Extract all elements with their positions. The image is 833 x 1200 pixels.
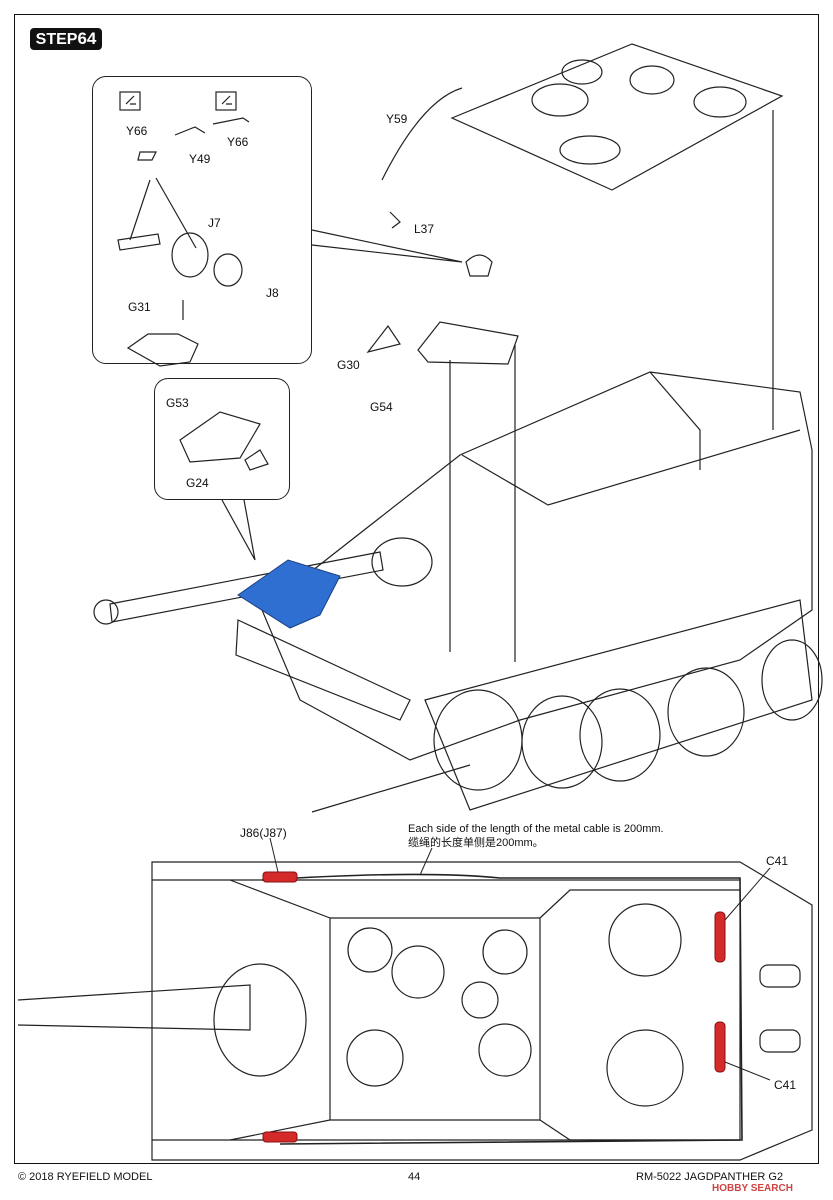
top-view-gun bbox=[17, 984, 251, 1031]
gun-mantlet bbox=[371, 537, 433, 587]
cable-end-c41-bottom bbox=[714, 1021, 726, 1073]
leader-c41-top bbox=[724, 867, 771, 921]
top-view-hatch-3 bbox=[482, 929, 528, 975]
cable-length-note: Each side of the length of the metal cab… bbox=[408, 822, 664, 850]
label-g31: G31 bbox=[128, 300, 151, 314]
part-j8 bbox=[213, 253, 243, 287]
top-view-hatch-2 bbox=[391, 945, 445, 999]
label-y66-b: Y66 bbox=[227, 135, 249, 149]
label-g24: G24 bbox=[186, 476, 209, 490]
part-g53 bbox=[179, 411, 261, 463]
part-g31 bbox=[126, 333, 199, 367]
footer-page-number: 44 bbox=[408, 1171, 421, 1183]
label-c41-bottom: C41 bbox=[774, 1078, 797, 1092]
engine-deck-plate bbox=[450, 43, 784, 191]
part-periscope bbox=[465, 254, 493, 277]
leader-c41-bottom bbox=[724, 1061, 771, 1081]
label-y59: Y59 bbox=[386, 112, 408, 126]
callout-pointer-top bbox=[311, 229, 463, 263]
step-number: 64 bbox=[77, 29, 97, 48]
footer-copyright: © 2018 RYEFIELD MODEL bbox=[18, 1171, 153, 1183]
tow-rod bbox=[311, 764, 471, 813]
part-g30 bbox=[366, 324, 401, 354]
top-view-hatch-6 bbox=[346, 1029, 404, 1087]
step-badge: STEP64 bbox=[30, 28, 102, 50]
label-y49: Y49 bbox=[189, 152, 211, 166]
glue-mark-a bbox=[125, 95, 136, 105]
muzzle-brake bbox=[93, 599, 119, 625]
top-view-hull bbox=[151, 861, 813, 1161]
part-y66-a bbox=[137, 151, 157, 161]
metal-cable bbox=[261, 873, 743, 1145]
deck-hatch-1 bbox=[561, 59, 603, 85]
road-wheel-3 bbox=[579, 688, 661, 782]
deck-hatch-3 bbox=[531, 83, 589, 117]
top-view-hatch-5 bbox=[478, 1023, 532, 1077]
assembly-guide-lines bbox=[129, 177, 197, 249]
hull-edge-line bbox=[461, 429, 801, 506]
part-j7 bbox=[171, 232, 209, 278]
label-g54: G54 bbox=[370, 400, 393, 414]
glue-mark-b bbox=[221, 95, 232, 105]
label-c41-top: C41 bbox=[766, 854, 789, 868]
footer-model-code: RM-5022 JAGDPANTHER G2 bbox=[636, 1171, 784, 1183]
label-j8: J8 bbox=[266, 286, 279, 300]
exhaust-2 bbox=[759, 1029, 801, 1053]
top-view-fan-2 bbox=[606, 1029, 684, 1107]
deck-hatch-4 bbox=[693, 86, 747, 118]
label-j7: J7 bbox=[208, 216, 221, 230]
road-wheel-1 bbox=[433, 689, 523, 791]
part-g24 bbox=[244, 449, 269, 471]
cable-end-c41-top bbox=[714, 911, 726, 963]
label-y66-a: Y66 bbox=[126, 124, 148, 138]
label-g53: G53 bbox=[166, 396, 189, 410]
top-view-fenders bbox=[152, 879, 740, 1141]
leader-j86 bbox=[269, 837, 279, 873]
cable-end-j86-top bbox=[262, 871, 298, 883]
deck-hatch-2 bbox=[629, 65, 675, 95]
label-l37: L37 bbox=[414, 222, 435, 236]
top-view-hatch-1 bbox=[347, 927, 393, 973]
part-y49 bbox=[174, 126, 206, 136]
track-right bbox=[424, 599, 813, 811]
part-l37 bbox=[389, 211, 401, 229]
cable-end-j86-bottom bbox=[262, 1131, 298, 1143]
road-wheel-5 bbox=[761, 639, 823, 721]
track-left bbox=[235, 619, 411, 721]
hull-superstructure bbox=[261, 371, 813, 761]
road-wheel-2 bbox=[521, 695, 603, 789]
detail-callout-side bbox=[154, 378, 290, 500]
label-g30: G30 bbox=[337, 358, 360, 372]
detail-callout-top bbox=[92, 76, 312, 364]
deck-hatch-5 bbox=[559, 135, 621, 165]
step-prefix: STEP bbox=[35, 31, 78, 48]
part-g54 bbox=[417, 321, 519, 365]
top-view-engine-deck bbox=[539, 889, 741, 1141]
top-view-glacis bbox=[229, 879, 331, 1141]
glue-icon-b bbox=[215, 91, 237, 111]
exhaust-1 bbox=[759, 964, 801, 988]
callout-pointer-side bbox=[221, 499, 256, 561]
hull-rear-edge bbox=[649, 371, 701, 470]
leader-note bbox=[419, 847, 433, 876]
page-frame bbox=[14, 14, 819, 1164]
watermark: HOBBY SEARCH bbox=[712, 1183, 793, 1194]
top-view-fan-1 bbox=[608, 903, 682, 977]
cable-y59 bbox=[381, 87, 463, 181]
top-view-roof bbox=[330, 917, 541, 1121]
glue-icon-a bbox=[119, 91, 141, 111]
note-chinese: 缆绳的长度单侧是200mm。 bbox=[408, 837, 544, 849]
gun-barrel bbox=[109, 551, 384, 623]
part-bracket bbox=[117, 233, 161, 251]
assembly-guide-hull bbox=[449, 110, 774, 662]
road-wheel-4 bbox=[667, 667, 745, 757]
top-view-hatch-4 bbox=[461, 981, 499, 1019]
part-y66-b bbox=[212, 117, 250, 125]
highlight-g53-installed bbox=[237, 559, 341, 629]
top-view-mantlet bbox=[213, 963, 307, 1077]
note-english: Each side of the length of the metal cab… bbox=[408, 823, 664, 835]
label-j86: J86(J87) bbox=[240, 826, 287, 840]
